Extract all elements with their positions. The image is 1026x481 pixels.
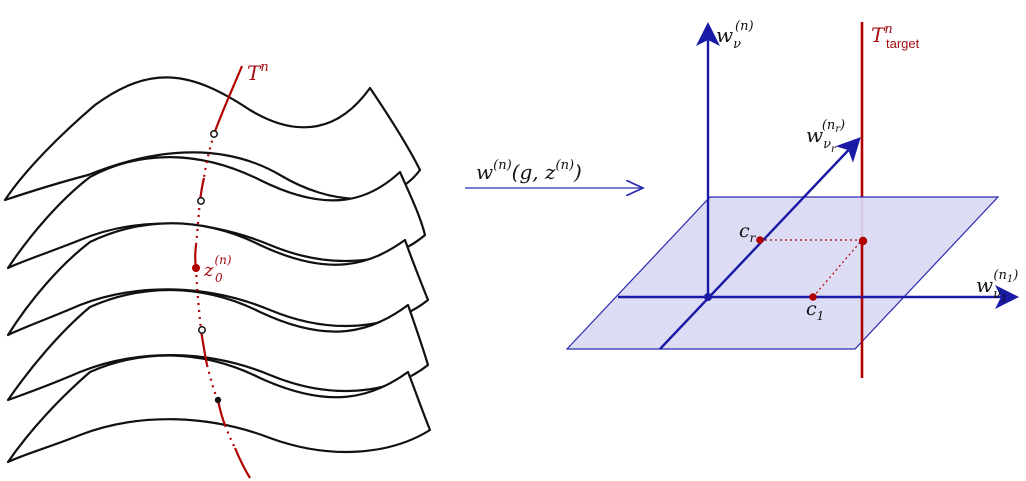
axis-horizontal-label: wν1(n1) xyxy=(976,268,1018,305)
axis-diagonal-label: wνr(nr) xyxy=(806,118,845,155)
point-z0-label: z(n) xyxy=(203,253,232,281)
curve-dotted-5 xyxy=(223,424,236,449)
sheet-3 xyxy=(6,222,430,337)
sheet-2 xyxy=(6,156,427,270)
point-cr xyxy=(756,236,764,244)
projection-lines xyxy=(760,239,863,298)
intersection-point xyxy=(198,326,206,334)
curve-segment-top xyxy=(212,65,244,135)
point-c1 xyxy=(809,293,817,301)
target-point xyxy=(858,236,868,246)
target-label: Tn xyxy=(871,22,893,47)
axis-vertical-label: wν(n) xyxy=(716,19,754,52)
curve-segment-bottom xyxy=(233,447,251,479)
sheet-stack xyxy=(3,76,432,464)
intersection-point xyxy=(210,130,218,138)
curve-dotted-3 xyxy=(194,267,203,331)
plane xyxy=(565,196,1000,350)
intersection-points xyxy=(192,130,222,404)
curve-label: Tn xyxy=(247,60,269,85)
intersection-point xyxy=(214,396,222,404)
intersection-point xyxy=(197,197,205,205)
point-z0-sub: 0 xyxy=(215,271,223,285)
map-label: w(n)(g, z(n)) xyxy=(476,158,582,184)
point-c1-label: c1 xyxy=(806,298,824,323)
target-label-sub: target xyxy=(886,36,920,51)
axis-diagonal xyxy=(659,137,861,350)
curve-dotted-1 xyxy=(202,133,216,179)
map-arrow: w(n)(g, z(n)) xyxy=(465,158,643,188)
sheet-4 xyxy=(6,288,430,402)
point-cr-label: cr xyxy=(739,220,757,245)
point-z0 xyxy=(192,264,200,272)
origin-point xyxy=(704,293,712,301)
